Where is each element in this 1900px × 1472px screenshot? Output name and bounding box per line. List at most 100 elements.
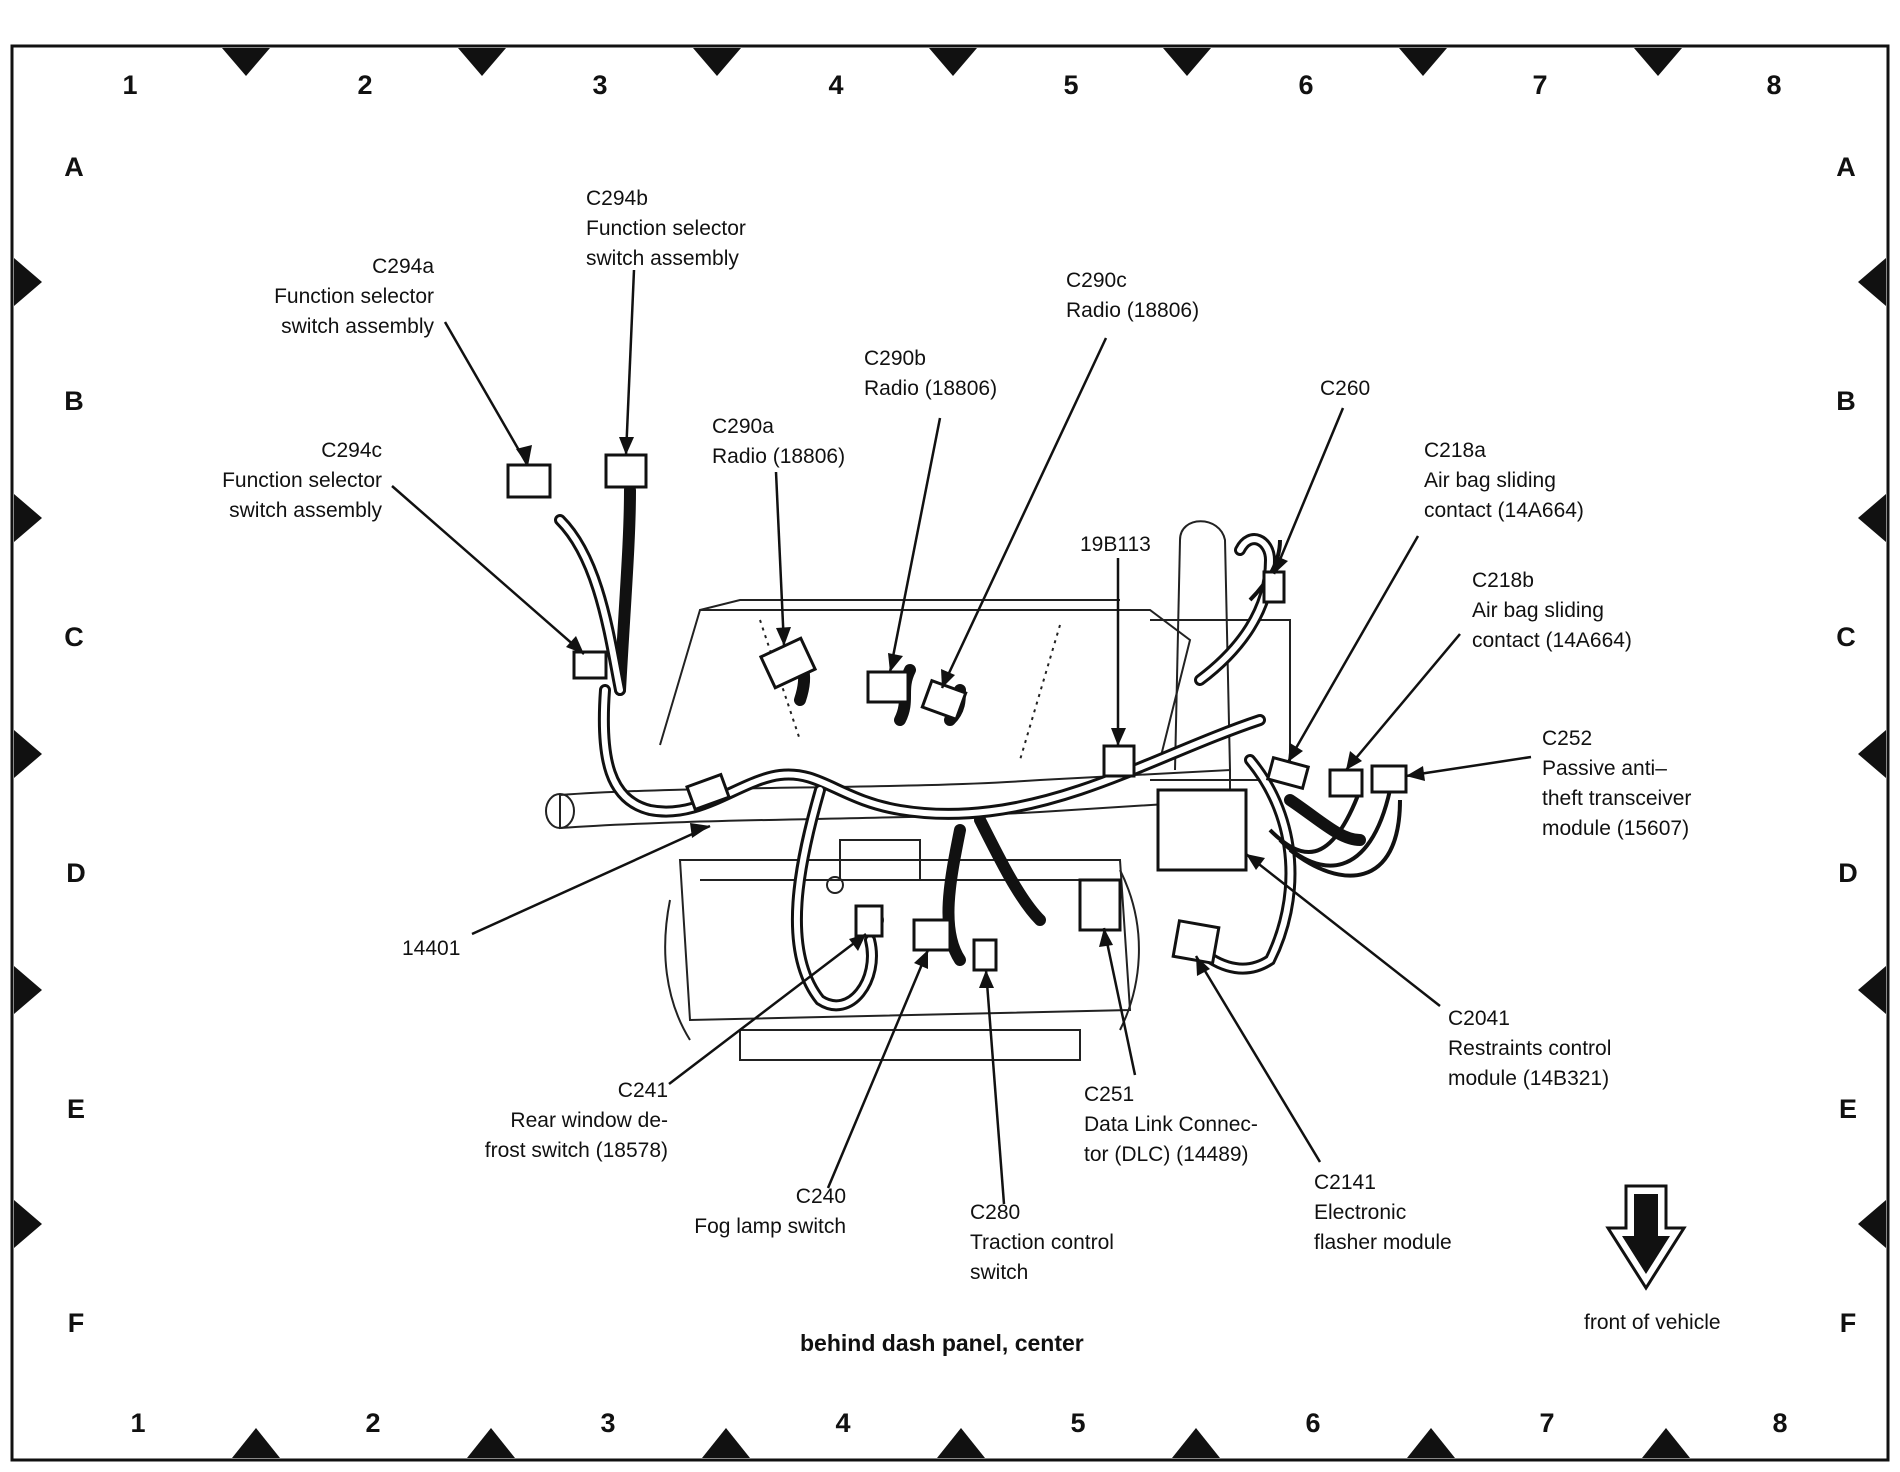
label-c241: C241 Rear window de- frost switch (18578… bbox=[452, 1076, 668, 1166]
grid-row-c-right: C bbox=[1836, 622, 1856, 652]
label-c290c-id: C290c bbox=[1066, 269, 1127, 292]
grid-row-b-right: B bbox=[1836, 386, 1856, 416]
label-c294a-line1: Function selector bbox=[274, 285, 434, 308]
label-c290a: C290a Radio (18806) bbox=[712, 412, 845, 472]
label-c218a-line1: Air bag sliding bbox=[1424, 469, 1556, 492]
connector-c260 bbox=[1262, 570, 1286, 604]
label-14401-id: 14401 bbox=[402, 937, 461, 960]
label-c2041-line2: module (14B321) bbox=[1448, 1067, 1610, 1090]
label-c290c-line1: Radio (18806) bbox=[1066, 299, 1200, 322]
grid-col-4-bottom: 4 bbox=[835, 1408, 851, 1438]
label-c240-line1: Fog lamp switch bbox=[694, 1215, 846, 1238]
label-c280-id: C280 bbox=[970, 1201, 1021, 1224]
wiring-harness bbox=[554, 484, 1366, 1012]
label-c294b-line2: switch assembly bbox=[586, 247, 739, 270]
label-c260-id: C260 bbox=[1320, 377, 1371, 400]
grid-col-8-bottom: 8 bbox=[1772, 1408, 1788, 1438]
label-c2141-id: C2141 bbox=[1314, 1171, 1376, 1194]
label-c241-line2: frost switch (18578) bbox=[484, 1139, 668, 1162]
harness-highlights bbox=[557, 517, 1294, 1009]
label-c294c: C294c Function selector switch assembly bbox=[182, 436, 382, 526]
label-c2041-id: C2041 bbox=[1448, 1007, 1510, 1030]
label-c260: C260 bbox=[1320, 374, 1370, 404]
right-grid-markers bbox=[1858, 258, 1886, 1248]
label-c294a: C294a Function selector switch assembly bbox=[230, 252, 434, 342]
connector-c280 bbox=[972, 938, 998, 972]
label-c294c-id: C294c bbox=[321, 439, 382, 462]
connector-c290a bbox=[758, 636, 818, 690]
connector-14401 bbox=[685, 772, 731, 812]
label-c218a: C218a Air bag sliding contact (14A664) bbox=[1424, 436, 1584, 526]
thin-wires bbox=[1248, 539, 1402, 878]
label-c252: C252 Passive anti– theft transceiver mod… bbox=[1542, 724, 1691, 844]
label-c294b-line1: Function selector bbox=[586, 217, 746, 240]
grid-row-a-left: A bbox=[64, 152, 84, 182]
left-grid-markers bbox=[14, 258, 42, 1248]
label-c218b: C218b Air bag sliding contact (14A664) bbox=[1472, 566, 1632, 656]
diagram-caption: behind dash panel, center bbox=[800, 1330, 1084, 1356]
label-c251-line1: Data Link Connec- bbox=[1084, 1113, 1258, 1136]
label-c218a-line2: contact (14A664) bbox=[1424, 499, 1584, 522]
grid-row-a-right: A bbox=[1836, 152, 1856, 182]
diagram-frame bbox=[10, 44, 1890, 1462]
front-of-vehicle-label: front of vehicle bbox=[1584, 1311, 1721, 1334]
label-c218b-line1: Air bag sliding bbox=[1472, 599, 1604, 622]
label-14401: 14401 bbox=[402, 934, 460, 964]
grid-col-3-top: 3 bbox=[592, 70, 608, 100]
label-c218a-id: C218a bbox=[1424, 439, 1486, 462]
connector-c240 bbox=[912, 918, 952, 952]
grid-col-6-bottom: 6 bbox=[1305, 1408, 1321, 1438]
label-c2041-line1: Restraints control bbox=[1448, 1037, 1612, 1060]
grid-col-2-bottom: 2 bbox=[365, 1408, 381, 1438]
label-c241-line1: Rear window de- bbox=[510, 1109, 668, 1132]
grid-col-1-top: 1 bbox=[122, 70, 138, 100]
connector-c290c bbox=[920, 678, 968, 722]
grid-col-7-bottom: 7 bbox=[1539, 1408, 1555, 1438]
label-c218b-line2: contact (14A664) bbox=[1472, 629, 1632, 652]
label-c252-line3: module (15607) bbox=[1542, 817, 1690, 840]
label-c290a-id: C290a bbox=[712, 415, 774, 438]
label-c290b: C290b Radio (18806) bbox=[864, 344, 997, 404]
grid-row-d-right: D bbox=[1838, 858, 1858, 888]
label-c252-line1: Passive anti– bbox=[1542, 757, 1667, 780]
connector-c294c bbox=[572, 650, 608, 680]
label-19b113: 19B113 bbox=[1080, 530, 1151, 560]
label-19b113-id: 19B113 bbox=[1080, 533, 1151, 556]
label-c2141-line1: Electronic bbox=[1314, 1201, 1407, 1224]
label-c241-id: C241 bbox=[617, 1079, 668, 1102]
grid-row-e-right: E bbox=[1838, 1094, 1857, 1124]
label-c2141-line2: flasher module bbox=[1314, 1231, 1452, 1254]
label-c2041: C2041 Restraints control module (14B321) bbox=[1448, 1004, 1611, 1094]
connector-c2041 bbox=[1156, 788, 1248, 872]
grid-col-1-bottom: 1 bbox=[130, 1408, 146, 1438]
connector-c251 bbox=[1078, 878, 1122, 932]
grid-row-b-left: B bbox=[64, 386, 84, 416]
grid-col-7-top: 7 bbox=[1532, 70, 1548, 100]
label-c280-line2: switch bbox=[970, 1261, 1029, 1284]
grid-col-8-top: 8 bbox=[1766, 70, 1782, 100]
label-c240: C240 Fog lamp switch bbox=[640, 1182, 846, 1242]
grid-col-6-top: 6 bbox=[1298, 70, 1314, 100]
grid-row-f-right: F bbox=[1839, 1308, 1857, 1338]
label-c294b-id: C294b bbox=[586, 187, 648, 210]
label-c218b-id: C218b bbox=[1472, 569, 1534, 592]
dash-structure bbox=[545, 520, 1291, 1061]
label-c294c-line2: switch assembly bbox=[229, 499, 382, 522]
front-of-vehicle-arrow-icon bbox=[1605, 1184, 1687, 1291]
bottom-grid-markers bbox=[232, 1428, 1690, 1458]
label-c294c-line1: Function selector bbox=[222, 469, 382, 492]
grid-col-5-top: 5 bbox=[1063, 70, 1079, 100]
grid-col-2-top: 2 bbox=[357, 70, 373, 100]
connector-19b113 bbox=[1102, 744, 1136, 778]
label-c294a-line2: switch assembly bbox=[281, 315, 434, 338]
leader-arrowheads bbox=[516, 437, 1425, 988]
connector-c241 bbox=[854, 904, 884, 938]
label-c251: C251 Data Link Connec- tor (DLC) (14489) bbox=[1084, 1080, 1258, 1170]
grid-row-f-left: F bbox=[67, 1308, 85, 1338]
label-c240-id: C240 bbox=[795, 1185, 846, 1208]
label-c280: C280 Traction control switch bbox=[970, 1198, 1114, 1288]
connector-c294b bbox=[604, 453, 648, 489]
grid-row-d-left: D bbox=[66, 858, 86, 888]
grid-row-e-left: E bbox=[66, 1094, 85, 1124]
